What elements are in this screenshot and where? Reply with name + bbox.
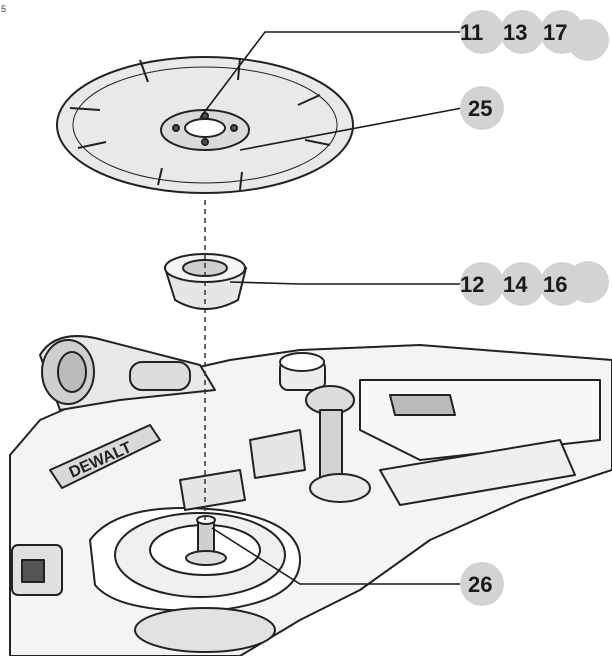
saw-body — [9, 335, 612, 656]
callout-12-14-16: 12 14 16 — [460, 261, 609, 306]
leader-lines — [199, 31, 463, 585]
callout-number: 13 — [503, 20, 527, 45]
callout-25: 25 — [460, 86, 504, 130]
callout-number: 26 — [468, 572, 492, 597]
callout-11-13-17: 11 13 17 — [460, 10, 609, 61]
corner-mark: 5 — [1, 4, 6, 14]
callout-number: 11 — [460, 20, 483, 45]
callout-26: 26 — [460, 562, 504, 606]
callout-number: 16 — [543, 272, 567, 297]
callout-number: 12 — [460, 272, 484, 297]
callout-number: 17 — [543, 20, 567, 45]
callout-number: 14 — [503, 272, 528, 297]
diamond-blade — [56, 56, 354, 194]
callout-number: 25 — [468, 96, 492, 121]
